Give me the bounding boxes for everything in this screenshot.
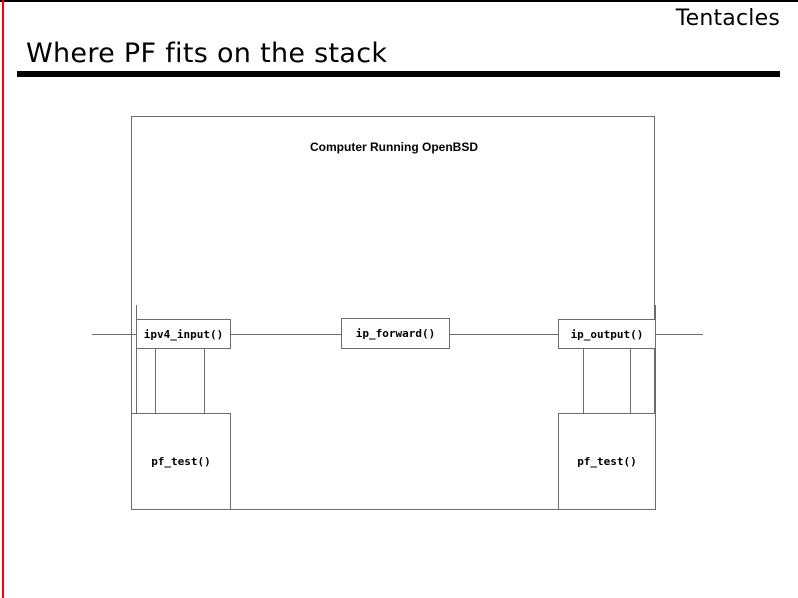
wire-forward-to-output (449, 334, 559, 335)
left-accent-rule (2, 0, 4, 598)
function-box-ip-output: ip_output() (558, 319, 656, 349)
wire-output-to-pf-c (655, 348, 656, 414)
filter-box-pf-test-outbound: pf_test() (558, 413, 656, 510)
wire-input-to-pf-c (204, 348, 205, 414)
top-rule (0, 0, 798, 2)
function-box-ip-forward: ip_forward() (341, 318, 450, 349)
wire-stub-input-up (136, 305, 137, 320)
deck-name: Tentacles (675, 6, 780, 31)
wire-input-to-pf-a (136, 348, 137, 414)
host-boundary-box (131, 116, 655, 510)
host-label: Computer Running OpenBSD (310, 140, 478, 154)
wire-input-to-pf-b (155, 348, 156, 414)
wire-output-to-pf-a (583, 348, 584, 414)
page-title: Where PF fits on the stack (26, 38, 388, 69)
wire-ingress (92, 334, 137, 335)
wire-output-to-pf-b (630, 348, 631, 414)
wire-egress (655, 334, 703, 335)
title-underline-bar (17, 71, 780, 77)
filter-box-pf-test-inbound: pf_test() (131, 413, 231, 510)
function-box-ipv4-input: ipv4_input() (136, 319, 231, 349)
wire-input-to-forward (230, 334, 342, 335)
wire-stub-output-up (655, 305, 656, 320)
